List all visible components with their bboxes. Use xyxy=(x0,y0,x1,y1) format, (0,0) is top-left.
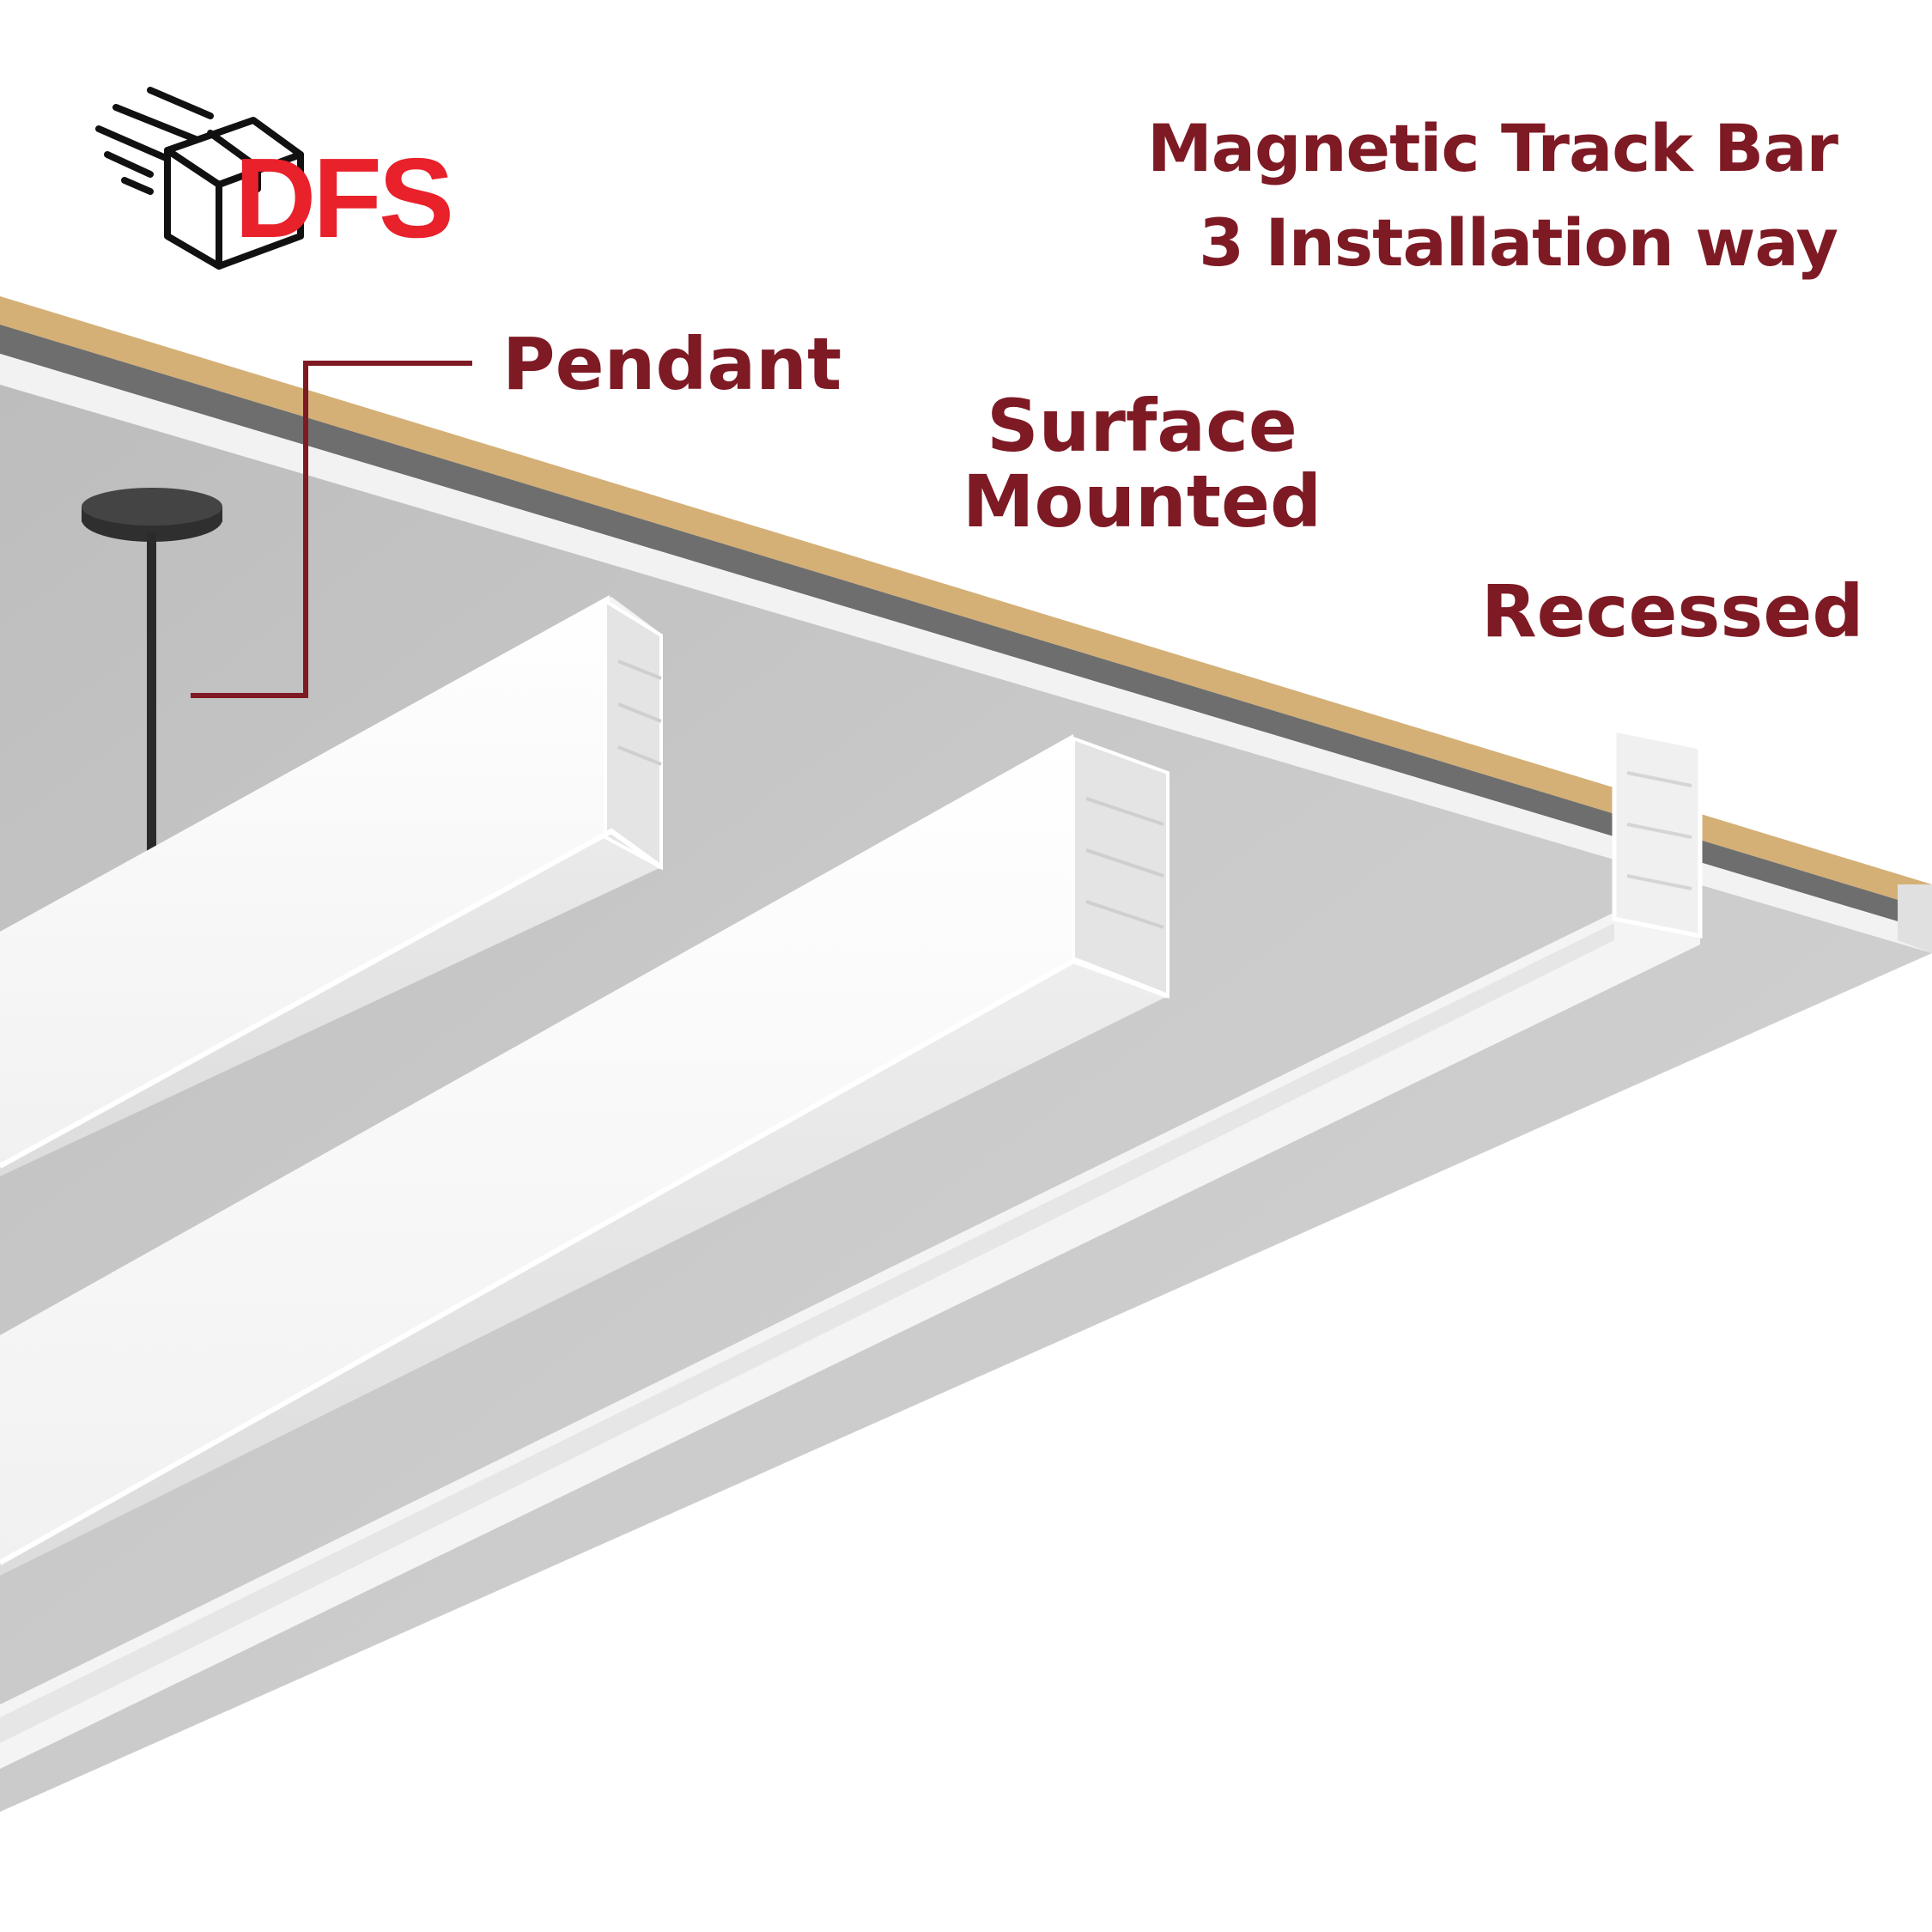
surface-mounted-label: Surface Mounted xyxy=(957,388,1327,539)
delivery-box-icon xyxy=(95,87,304,270)
surface-label-line-2: Mounted xyxy=(962,459,1322,544)
headline-line-2: 3 Installation way xyxy=(1199,204,1838,281)
surface-track-bar xyxy=(0,734,1170,1576)
ceiling-wood-edge xyxy=(0,296,1932,910)
ceiling-edge-side xyxy=(1898,884,1932,953)
ceiling-white-edge xyxy=(0,354,1932,953)
logo-text: DFS xyxy=(234,135,454,261)
pendant-leader-line xyxy=(191,361,472,698)
recessed-label: Recessed xyxy=(1481,569,1864,653)
surface-label-line-1: Surface xyxy=(987,384,1297,468)
pendant-rod xyxy=(147,532,156,859)
dfs-logo: DFS xyxy=(90,82,459,288)
ceiling-grey-edge xyxy=(0,325,1932,932)
headline-line-1: Magnetic Track Bar xyxy=(1147,110,1838,186)
pendant-track-bar xyxy=(0,595,663,1176)
headline: Magnetic Track Bar 3 Installation way xyxy=(1147,101,1838,290)
recessed-track-bar xyxy=(0,726,1703,1769)
pendant-label: Pendant xyxy=(502,322,842,406)
